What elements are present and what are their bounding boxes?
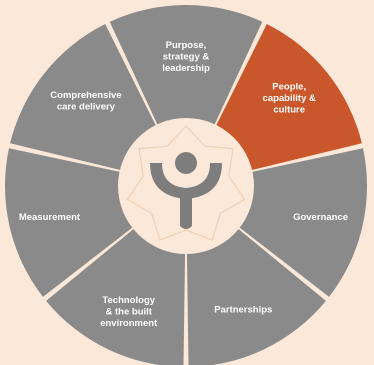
segment-label-measurement: Measurement bbox=[19, 212, 81, 223]
segment-governance bbox=[236, 148, 368, 297]
segment-people bbox=[214, 24, 362, 171]
person-with-raised-arms-icon bbox=[150, 152, 222, 229]
segment-label-people: People,capability &culture bbox=[263, 82, 316, 116]
segment-partnerships bbox=[186, 226, 326, 365]
wheel-center bbox=[118, 118, 254, 254]
segment-care-delivery bbox=[10, 24, 158, 171]
wheel-labels: Purpose,strategy &leadershipPeople,capab… bbox=[19, 40, 348, 329]
segment-label-governance: Governance bbox=[293, 212, 348, 223]
segment-purpose bbox=[109, 5, 263, 128]
wheel-segments bbox=[5, 5, 368, 365]
center-hub bbox=[118, 118, 254, 254]
segment-label-partnerships: Partnerships bbox=[214, 304, 272, 315]
segment-measurement bbox=[5, 148, 136, 297]
segment-label-purpose: Purpose,strategy &leadership bbox=[162, 40, 210, 74]
hub-star-pattern bbox=[126, 125, 246, 241]
segment-technology bbox=[46, 226, 186, 365]
